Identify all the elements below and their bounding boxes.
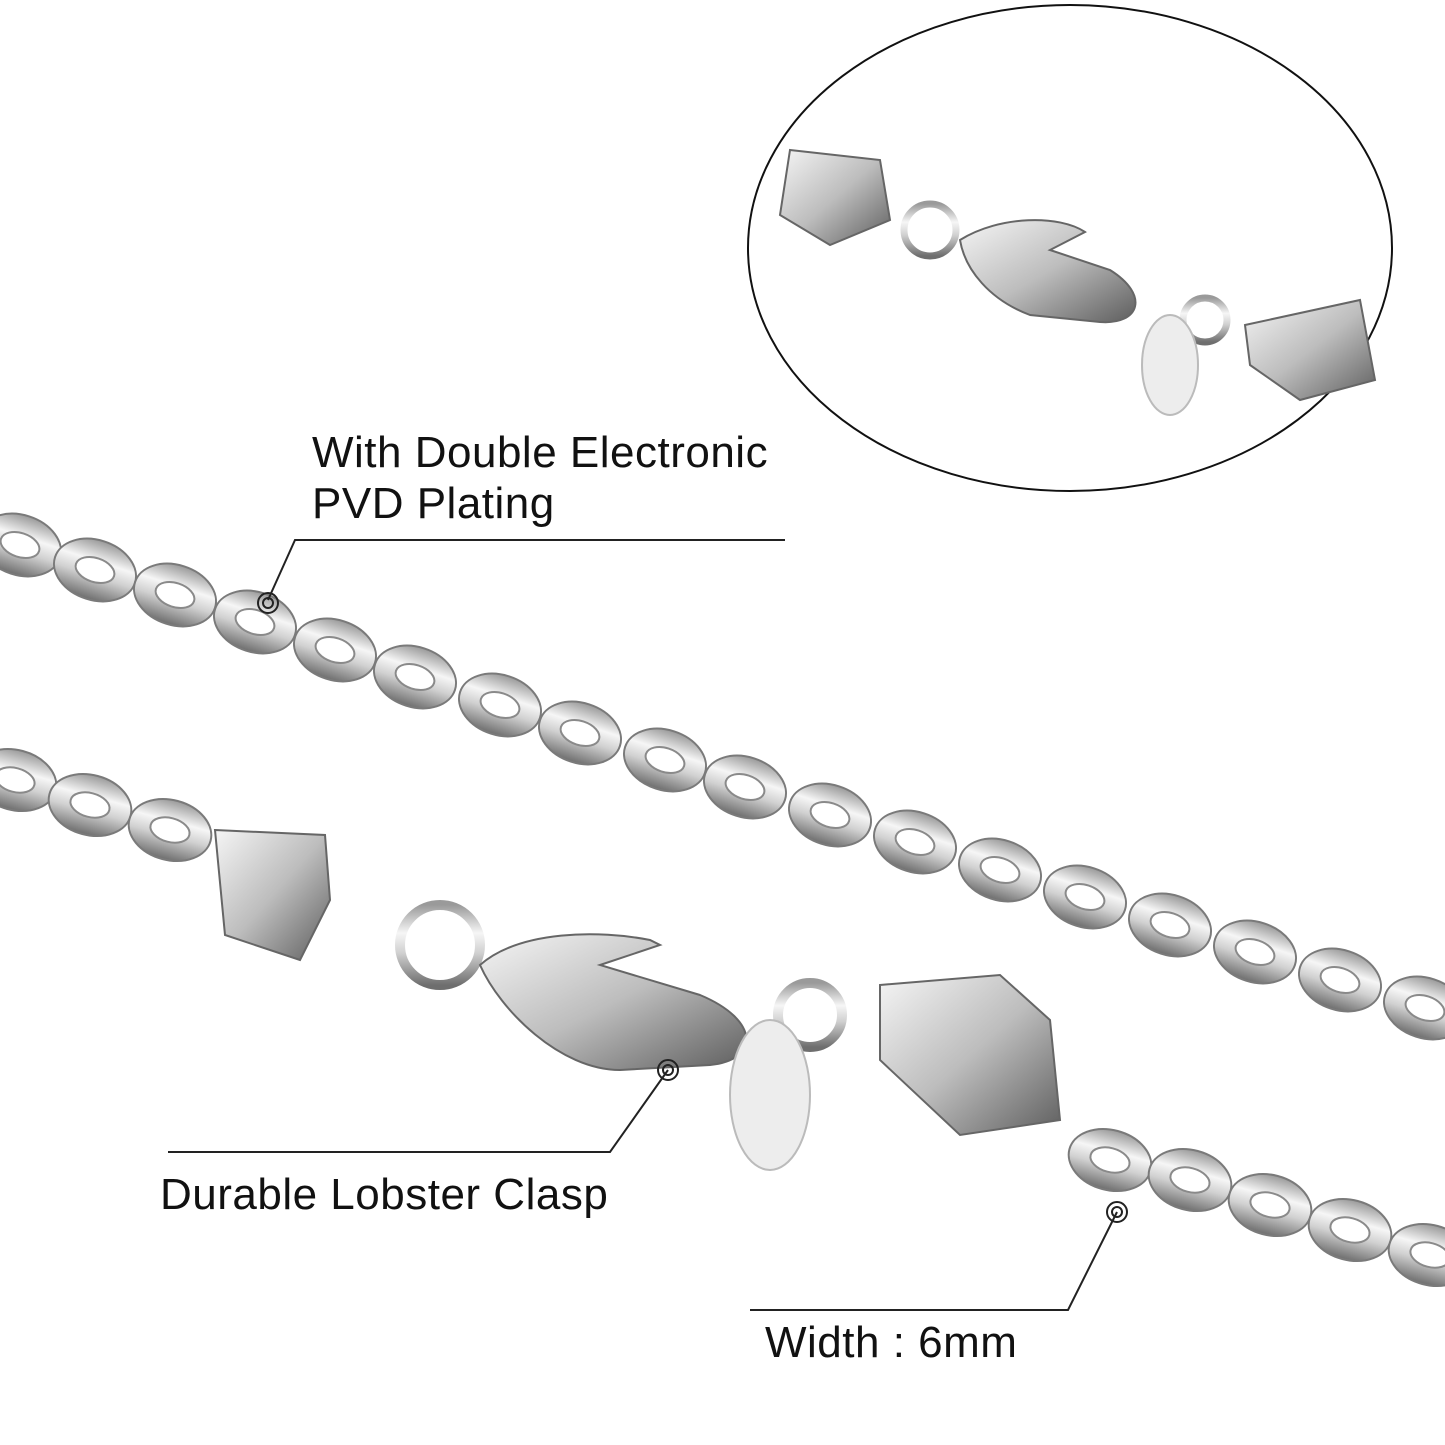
clasp-label: Durable Lobster Clasp (160, 1170, 609, 1219)
plating-label-line2: PVD Plating (312, 479, 555, 528)
width-label: Width : 6mm (765, 1318, 1018, 1367)
end-cap-right (879, 973, 1062, 1137)
upper-chain (0, 502, 1445, 1051)
tag-plate (729, 1019, 811, 1171)
lobster-clasp (478, 933, 748, 1072)
plating-label-line1: With Double Electronic (312, 428, 769, 477)
end-cap-left (213, 828, 332, 962)
detail-inset (747, 4, 1393, 492)
lower-chain-left (0, 739, 220, 871)
callout-lines (168, 539, 1128, 1311)
jump-ring (395, 900, 485, 990)
